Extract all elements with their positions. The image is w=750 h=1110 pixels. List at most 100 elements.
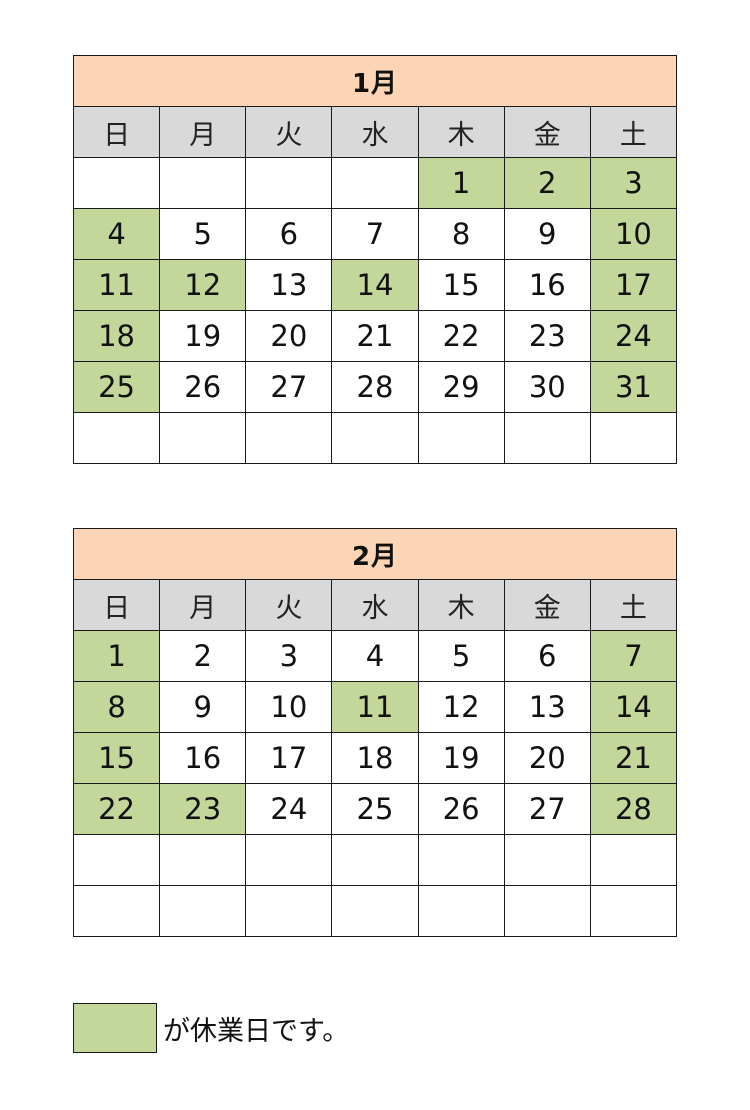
empty-day-cell bbox=[159, 834, 247, 886]
day-cell: 6 bbox=[245, 208, 333, 260]
day-cell: 23 bbox=[503, 310, 591, 362]
day-cell: 19 bbox=[417, 732, 505, 784]
empty-day-cell bbox=[417, 834, 505, 886]
day-cell: 12 bbox=[417, 681, 505, 733]
week-row bbox=[72, 885, 678, 937]
holiday-day-cell: 14 bbox=[331, 259, 419, 311]
empty-day-cell bbox=[589, 834, 678, 886]
empty-day-cell bbox=[331, 885, 419, 937]
holiday-day-cell: 11 bbox=[331, 681, 419, 733]
holiday-day-cell: 21 bbox=[589, 732, 678, 784]
holiday-day-cell: 24 bbox=[589, 310, 678, 362]
legend-text: が休業日です。 bbox=[163, 1015, 350, 1047]
holiday-day-cell: 25 bbox=[72, 361, 161, 413]
day-cell: 28 bbox=[331, 361, 419, 413]
weekday-sat: 土 bbox=[589, 106, 678, 158]
weekday-wed: 水 bbox=[331, 106, 419, 158]
legend: が休業日です。 bbox=[73, 1002, 349, 1054]
holiday-day-cell: 28 bbox=[589, 783, 678, 835]
day-cell: 18 bbox=[331, 732, 419, 784]
empty-day-cell bbox=[331, 157, 419, 209]
day-cell: 7 bbox=[331, 208, 419, 260]
weekday-mon: 月 bbox=[159, 579, 247, 631]
holiday-day-cell: 14 bbox=[589, 681, 678, 733]
weekday-mon: 月 bbox=[159, 106, 247, 158]
month-title: 1月 bbox=[73, 55, 677, 107]
day-cell: 9 bbox=[503, 208, 591, 260]
weekday-thu: 木 bbox=[417, 106, 505, 158]
month-title: 2月 bbox=[73, 528, 677, 580]
day-cell: 3 bbox=[245, 630, 333, 682]
weekday-sat: 土 bbox=[589, 579, 678, 631]
day-cell: 26 bbox=[417, 783, 505, 835]
holiday-day-cell: 11 bbox=[72, 259, 161, 311]
holiday-day-cell: 23 bbox=[159, 783, 247, 835]
empty-day-cell bbox=[245, 157, 333, 209]
day-cell: 27 bbox=[503, 783, 591, 835]
empty-day-cell bbox=[72, 834, 161, 886]
weekday-wed: 水 bbox=[331, 579, 419, 631]
empty-day-cell bbox=[331, 412, 419, 464]
empty-day-cell bbox=[417, 885, 505, 937]
weekday-sun: 日 bbox=[72, 106, 161, 158]
weekday-tue: 火 bbox=[245, 579, 333, 631]
holiday-day-cell: 22 bbox=[72, 783, 161, 835]
day-cell: 6 bbox=[503, 630, 591, 682]
day-cell: 30 bbox=[503, 361, 591, 413]
day-cell: 17 bbox=[245, 732, 333, 784]
empty-day-cell bbox=[72, 885, 161, 937]
holiday-day-cell: 1 bbox=[72, 630, 161, 682]
empty-day-cell bbox=[589, 412, 678, 464]
day-cell: 9 bbox=[159, 681, 247, 733]
day-cell: 26 bbox=[159, 361, 247, 413]
day-cell: 22 bbox=[417, 310, 505, 362]
empty-day-cell bbox=[417, 412, 505, 464]
week-row bbox=[72, 412, 678, 464]
empty-day-cell bbox=[503, 834, 591, 886]
day-cell: 2 bbox=[159, 630, 247, 682]
holiday-day-cell: 7 bbox=[589, 630, 678, 682]
holiday-day-cell: 10 bbox=[589, 208, 678, 260]
day-cell: 10 bbox=[245, 681, 333, 733]
empty-day-cell bbox=[72, 157, 161, 209]
weekday-thu: 木 bbox=[417, 579, 505, 631]
week-row bbox=[72, 834, 678, 886]
day-cell: 21 bbox=[331, 310, 419, 362]
day-cell: 5 bbox=[417, 630, 505, 682]
day-cell: 4 bbox=[331, 630, 419, 682]
holiday-day-cell: 3 bbox=[589, 157, 678, 209]
holiday-day-cell: 18 bbox=[72, 310, 161, 362]
empty-day-cell bbox=[589, 885, 678, 937]
holiday-day-cell: 1 bbox=[417, 157, 505, 209]
day-cell: 20 bbox=[245, 310, 333, 362]
holiday-day-cell: 31 bbox=[589, 361, 678, 413]
weekday-tue: 火 bbox=[245, 106, 333, 158]
day-cell: 15 bbox=[417, 259, 505, 311]
holiday-day-cell: 17 bbox=[589, 259, 678, 311]
holiday-day-cell: 15 bbox=[72, 732, 161, 784]
day-cell: 13 bbox=[503, 681, 591, 733]
empty-day-cell bbox=[159, 412, 247, 464]
weekday-header-row: 日 月 火 水 木 金 土 bbox=[72, 579, 678, 631]
empty-day-cell bbox=[159, 157, 247, 209]
day-cell: 25 bbox=[331, 783, 419, 835]
empty-day-cell bbox=[245, 885, 333, 937]
empty-day-cell bbox=[245, 834, 333, 886]
day-cell: 16 bbox=[159, 732, 247, 784]
weekday-fri: 金 bbox=[503, 106, 591, 158]
empty-day-cell bbox=[503, 885, 591, 937]
empty-day-cell bbox=[245, 412, 333, 464]
holiday-legend-swatch bbox=[73, 1003, 157, 1053]
holiday-day-cell: 2 bbox=[503, 157, 591, 209]
